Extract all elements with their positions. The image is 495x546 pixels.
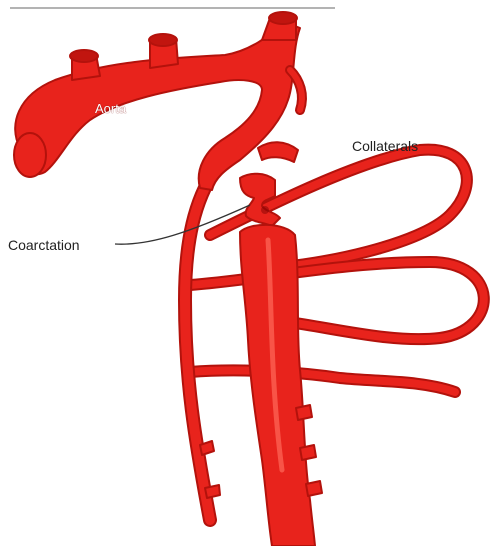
collateral-vessels (190, 150, 484, 392)
aorta-label: Aorta (95, 101, 126, 116)
coarctation-label: Coarctation (8, 237, 80, 253)
left-collateral-trunk (185, 170, 220, 520)
collaterals-label: Collaterals (352, 138, 418, 154)
